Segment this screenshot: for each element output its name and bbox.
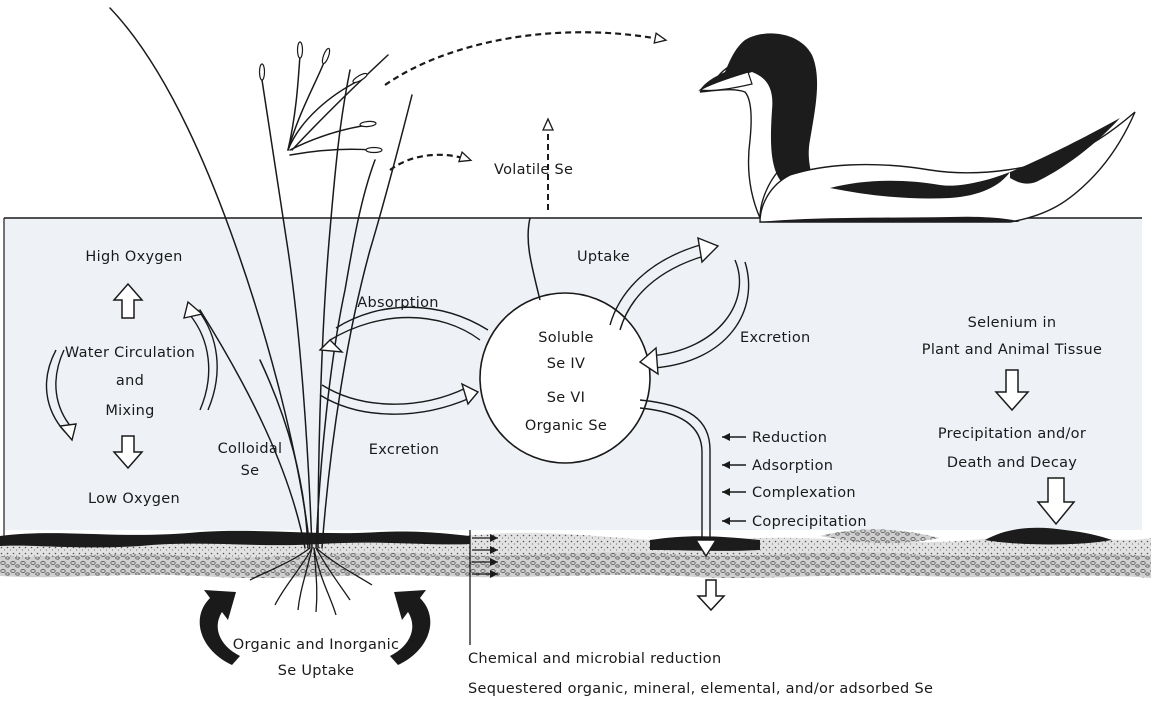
duck-body (760, 112, 1135, 222)
label-adsorption: Adsorption (752, 459, 833, 474)
label-death-decay: Death and Decay (947, 456, 1077, 471)
root-uptake-arrows (200, 590, 431, 665)
arrow-plant-to-duck (385, 32, 665, 85)
duck-illustration (700, 33, 1135, 222)
label-organic-inorganic: Organic and Inorganic (233, 638, 400, 653)
label-se-uptake: Se Uptake (278, 664, 355, 679)
label-excretion-plant: Excretion (369, 443, 440, 458)
label-selenium-in: Selenium in (968, 316, 1057, 331)
label-coprecipitation: Coprecipitation (752, 515, 867, 530)
label-se-vi: Se VI (547, 391, 585, 406)
label-high-oxygen: High Oxygen (85, 250, 182, 265)
label-uptake: Uptake (577, 250, 630, 265)
label-chemical-microbial: Chemical and microbial reduction (468, 652, 721, 667)
label-precipitation: Precipitation and/or (938, 427, 1086, 442)
label-reduction: Reduction (752, 431, 827, 446)
label-se-iv: Se IV (547, 357, 585, 372)
label-organic-se: Organic Se (525, 419, 607, 434)
sediment-mound (985, 528, 1112, 545)
label-sequestered: Sequestered organic, mineral, elemental,… (468, 682, 933, 697)
label-excretion-duck: Excretion (740, 331, 811, 346)
label-volatile-se: Volatile Se (494, 163, 573, 178)
label-soluble: Soluble (538, 331, 594, 346)
label-complexation: Complexation (752, 486, 856, 501)
label-and: and (116, 374, 144, 389)
label-mixing: Mixing (105, 404, 154, 419)
label-water-circulation: Water Circulation (65, 346, 195, 361)
label-absorption: Absorption (357, 296, 439, 311)
label-low-oxygen: Low Oxygen (88, 492, 180, 507)
label-colloidal-se: Se (241, 464, 260, 479)
sediment-layers (0, 528, 1151, 578)
arrow-plant-to-volatile (390, 155, 470, 170)
label-colloidal: Colloidal (218, 442, 283, 457)
label-plant-animal-tissue: Plant and Animal Tissue (922, 343, 1102, 358)
